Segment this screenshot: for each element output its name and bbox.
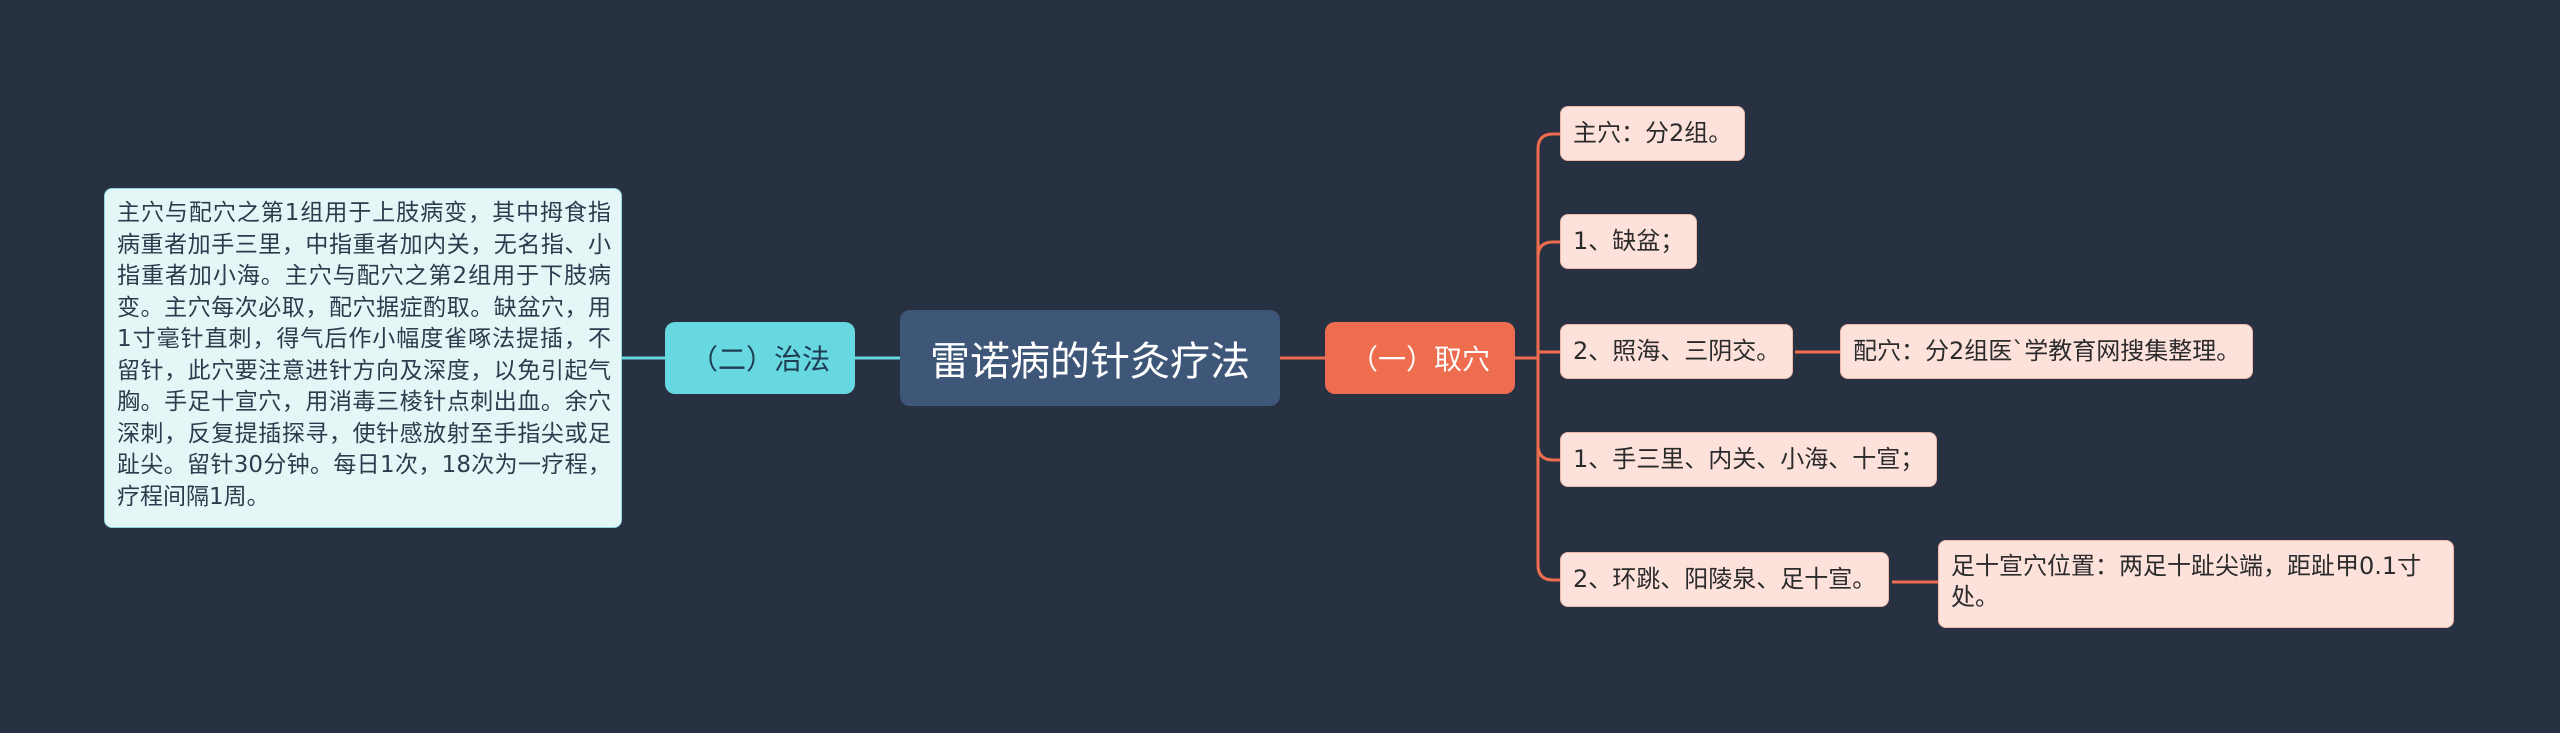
connector-right-item-1 [1536, 132, 1560, 358]
treatment-detail[interactable]: 主穴与配穴之第1组用于上肢病变，其中拇食指病重者加手三里，中指重者加内关，无名指… [104, 188, 622, 528]
acupoint-item-quepen[interactable]: 1、缺盆； [1560, 214, 1698, 269]
acupoint-item-zhaohai[interactable]: 2、照海、三阴交。 [1560, 324, 1794, 379]
branch-treatment[interactable]: （二）治法 [665, 322, 855, 394]
acupoint-item-huantiao[interactable]: 2、环跳、阳陵泉、足十宣。 [1560, 552, 1890, 607]
root-topic[interactable]: 雷诺病的针灸疗法 [900, 310, 1280, 406]
connector-right-item-4 [1536, 358, 1560, 462]
acupoint-sub-peixue[interactable]: 配穴：分2组医`学教育网搜集整理。 [1840, 324, 2254, 379]
acupoint-sub-zushixuan[interactable]: 足十宣穴位置：两足十趾尖端，距趾甲0.1寸处。 [1938, 540, 2454, 628]
connector-right-item-2 [1536, 240, 1560, 258]
connector-right-item-5 [1536, 445, 1560, 582]
acupoint-item-main[interactable]: 主穴：分2组。 [1560, 106, 1746, 161]
acupoint-item-shousanli[interactable]: 1、手三里、内关、小海、十宣； [1560, 432, 1938, 487]
branch-acupoints[interactable]: （一）取穴 [1325, 322, 1515, 394]
